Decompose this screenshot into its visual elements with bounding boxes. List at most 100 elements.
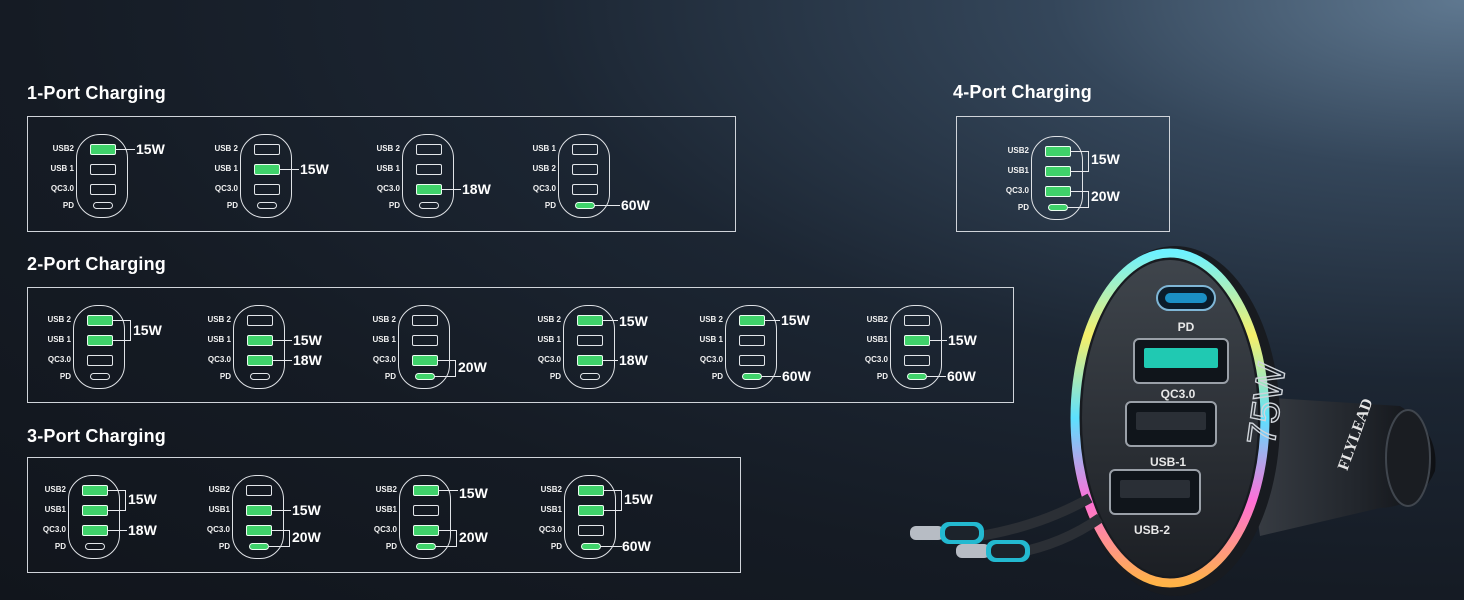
wattage-label: 60W [622,538,651,554]
port-label: USB 1 [214,164,238,173]
usb-c-cable-1 [910,522,984,544]
wattage-label: 15W [293,332,322,348]
wattage-label: 20W [459,529,488,545]
usb2-port-active [1045,146,1071,157]
panel-2-port: USB 2 USB 1 QC3.0 PD 15W USB 2 USB 1 QC3… [27,287,1014,403]
qc-port [578,525,604,536]
port-label: PD [226,201,238,210]
qc-port-active [413,525,439,536]
port-diagram: USB 2 USB 1 QC3.0 PD 20W [358,293,508,389]
port-label: QC3.0 [214,184,238,193]
port-diagram: USB2 USB1 QC3.0 PD 15W 20W [991,124,1141,220]
charger-outline [890,305,942,389]
port-label: PD [711,372,723,381]
port-diagram: USB2 USB1 QC3.0 PD 15W 60W [524,463,674,559]
port-label-qc: QC3.0 [1161,387,1196,401]
usb1-port [90,164,116,175]
port-label: PD [218,542,230,551]
usb2-port [572,164,598,175]
usb2-port-active [413,485,439,496]
port-label: PD [550,542,562,551]
qc-port-active [416,184,442,195]
charger-outline [563,305,615,389]
port-label: QC3.0 [42,525,66,534]
port-label: QC3.0 [538,525,562,534]
usb1-port-active [247,335,273,346]
port-label-usb1: USB-1 [1150,455,1186,469]
port-label: PD [385,542,397,551]
port-label: USB2 [375,485,397,494]
wattage-label: 15W [459,485,488,501]
qc-port [739,355,765,366]
port-label: PD [876,372,888,381]
usb2-port [247,315,273,326]
usb2-port-active [87,315,113,326]
qc-port-active [82,525,108,536]
port-label: USB 2 [372,315,396,324]
wattage-label: 15W [300,161,329,177]
car-charger-product-image: PD QC3.0 USB-1 USB-2 75W FLYLEAD [910,246,1436,596]
port-label: PD [62,201,74,210]
usb1-port-active [1045,166,1071,177]
wattage-label: 15W [136,141,165,157]
wattage-label: 60W [947,368,976,384]
section-title-2-port: 2-Port Charging [27,254,167,274]
pd-port-active [581,543,601,550]
pd-port-active [575,202,595,209]
usb1-port [739,335,765,346]
usb1-port [416,164,442,175]
pd-port [257,202,277,209]
section-title-4-port: 4-Port Charging [953,82,1093,102]
port-label: QC3.0 [376,184,400,193]
wattage-label: 15W [128,491,157,507]
pd-port-active [1048,204,1068,211]
port-label: PD [549,372,561,381]
wattage-label: 60W [782,368,811,384]
wattage-label: 15W [133,322,162,338]
port-diagram: USB 2 USB 1 QC3.0 PD 15W 18W [523,293,673,389]
port-label: QC3.0 [207,355,231,364]
port-label: USB 1 [372,335,396,344]
port-diagram: USB 1 USB 2 QC3.0 PD 60W [518,122,668,218]
port-diagram: USB 2 USB 1 QC3.0 PD 18W [362,122,512,218]
port-label: USB 2 [699,315,723,324]
port-label: USB1 [208,505,230,514]
port-label: USB2 [540,485,562,494]
port-label: USB2 [52,144,74,153]
port-label: QC3.0 [699,355,723,364]
wattage-label: 15W [1091,151,1120,167]
port-label: USB 1 [699,335,723,344]
qc-port-active [246,525,272,536]
port-label: USB2 [208,485,230,494]
wattage-label: 15W [292,502,321,518]
port-label: USB1 [866,335,888,344]
charger-outline [76,134,128,218]
port-diagram: USB 2 USB 1 QC3.0 PD 15W [200,122,350,218]
port-label: USB1 [540,505,562,514]
usb2-port-active [577,315,603,326]
port-label: PD [544,201,556,210]
qc-port [254,184,280,195]
port-label: USB1 [44,505,66,514]
port-diagram: USB2 USB1 QC3.0 PD 15W 60W [850,293,1000,389]
qc-port [87,355,113,366]
usb2-port-active [578,485,604,496]
section-title-3-port: 3-Port Charging [27,426,167,446]
pd-port [85,543,105,550]
port-label: PD [384,372,396,381]
usb2-port-active [82,485,108,496]
port-label: USB 1 [376,164,400,173]
port-diagram: USB2 USB 1 QC3.0 PD 15W [36,122,186,218]
port-diagram: USB2 USB1 QC3.0 PD 15W 20W [192,463,342,559]
pd-port-active [416,543,436,550]
usb2-port [254,144,280,155]
pd-port [93,202,113,209]
pd-port [580,373,600,380]
wattage-label: 18W [293,352,322,368]
panel-4-port: USB2 USB1 QC3.0 PD 15W 20W [956,116,1170,232]
wattage-label: 20W [1091,188,1120,204]
port-label: USB 2 [47,315,71,324]
usb2-port-active [739,315,765,326]
port-label: QC3.0 [50,184,74,193]
port-label-pd: PD [1178,320,1195,334]
